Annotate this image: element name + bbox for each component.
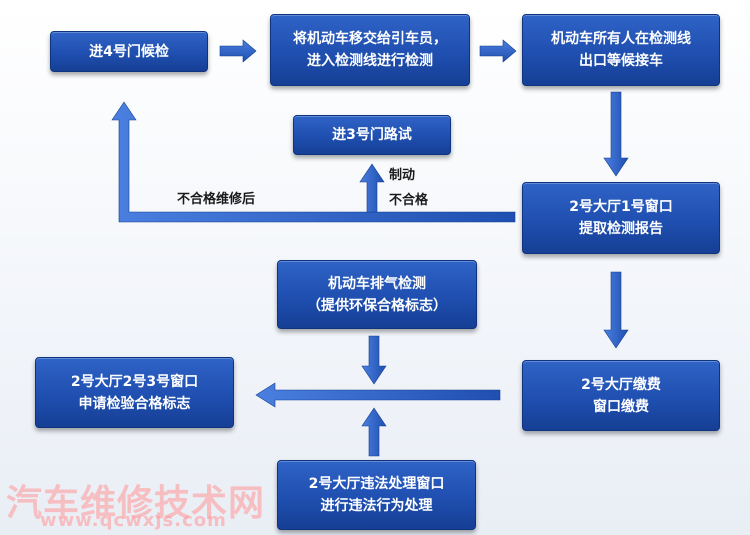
- node-text: 申请检验合格标志: [78, 395, 191, 412]
- node-road-test-gate-3: 进3号门路试: [293, 115, 451, 155]
- watermark-logo: 汽车维修技术网: [6, 483, 266, 524]
- node-hall2-payment: 2号大厅缴费 窗口缴费: [522, 360, 720, 431]
- node-text: 进3号门路试: [332, 127, 412, 143]
- label-brake-fail: 不合格: [389, 193, 429, 208]
- node-text: 进4号门候检: [89, 43, 169, 60]
- node-owner-wait-exit: 机动车所有人在检测线 出口等候接车: [522, 14, 720, 86]
- node-text: 将机动车移交给引车员，: [293, 31, 447, 47]
- arrow-n3-n5: [603, 91, 629, 177]
- node-text: 提取检测报告: [579, 221, 663, 237]
- node-text: 出口等候接车: [579, 53, 663, 69]
- label-brake: 制动: [389, 168, 416, 183]
- node-text: 2号大厅1号窗口: [569, 199, 673, 215]
- arrow-fail-return: [111, 101, 516, 223]
- node-text: 机动车所有人在检测线: [551, 31, 691, 47]
- label-fail-after-repair: 不合格维修后: [177, 192, 256, 207]
- node-wait-gate-4: 进4号门候检: [50, 31, 208, 72]
- arrow-n7-n8: [255, 382, 501, 408]
- node-hall2-window23-sticker: 2号大厅2号3号窗口 申请检验合格标志: [35, 357, 234, 428]
- node-text: 2号大厅2号3号窗口: [70, 373, 199, 390]
- arrow-n5-n7: [603, 271, 629, 349]
- node-hall2-violation-window: 2号大厅违法处理窗口 进行违法行为处理: [277, 460, 476, 530]
- arrow-n2-n3: [479, 39, 517, 63]
- watermark-url: www.qcwxjs.com: [40, 510, 227, 531]
- node-text: （提供环保合格标志）: [307, 297, 447, 314]
- node-handover-inspector: 将机动车移交给引车员， 进入检测线进行检测: [270, 14, 470, 86]
- node-text: 窗口缴费: [593, 398, 649, 415]
- node-emission-test: 机动车排气检测 （提供环保合格标志）: [277, 260, 477, 329]
- node-text: 机动车排气检测: [328, 275, 426, 292]
- node-text: 进入检测线进行检测: [307, 53, 433, 69]
- node-text: 进行违法行为处理: [320, 498, 433, 514]
- arrow-n9-up: [361, 407, 387, 457]
- arrow-brake-fail: [359, 163, 385, 213]
- node-hall2-window1-report: 2号大厅1号窗口 提取检测报告: [522, 182, 720, 254]
- node-text: 2号大厅违法处理窗口: [308, 476, 445, 492]
- arrow-n1-n2: [219, 39, 257, 63]
- arrow-n6-down: [361, 335, 387, 385]
- node-text: 2号大厅缴费: [581, 376, 661, 393]
